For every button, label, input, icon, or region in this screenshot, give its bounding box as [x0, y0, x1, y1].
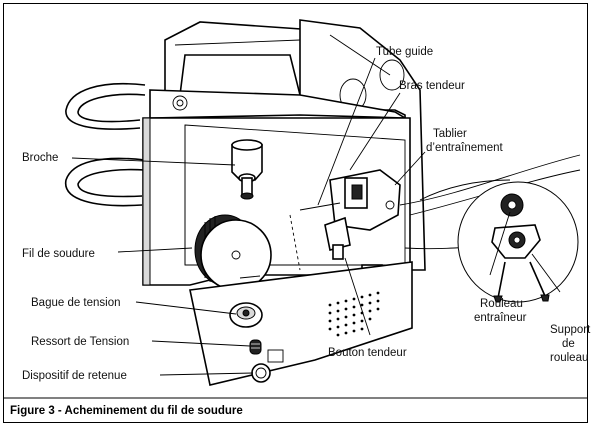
carry-handles: [65, 82, 146, 207]
label-rouleau-line2: entraîneur: [474, 312, 527, 324]
welder-housing: [142, 19, 426, 286]
label-bague-de-tension: Bague de tension: [31, 297, 121, 309]
label-broche: Broche: [22, 152, 58, 164]
label-support-line1: Support: [550, 324, 591, 336]
leader-lines: [71, 57, 561, 376]
label-bras-tendeur: Bras tendeur: [399, 80, 465, 92]
label-tube-guide: Tube guide: [376, 46, 433, 58]
figure-caption: Figure 3 - Acheminement du fil de soudur…: [10, 405, 243, 417]
label-rouleau-line1: Rouleau: [480, 298, 523, 310]
figure-frame: [3, 3, 588, 423]
label-bouton-tendeur: Bouton tendeur: [328, 347, 407, 359]
label-tablier-line2: d’entraînement: [426, 142, 504, 154]
spindle: [231, 139, 263, 200]
label-support-line3: rouleau: [550, 352, 588, 364]
label-support-line2: de: [562, 338, 575, 350]
label-tablier-line1: Tablier: [433, 128, 467, 140]
label-ressort-de-tension: Ressort de Tension: [31, 336, 129, 348]
detail-inset: [457, 181, 579, 303]
label-dispositif-de-retenue: Dispositif de retenue: [22, 370, 127, 382]
labels: Tube guide Bras tendeur Tablier d’entraî…: [22, 46, 591, 382]
label-fil-de-soudure: Fil de soudure: [22, 248, 95, 260]
